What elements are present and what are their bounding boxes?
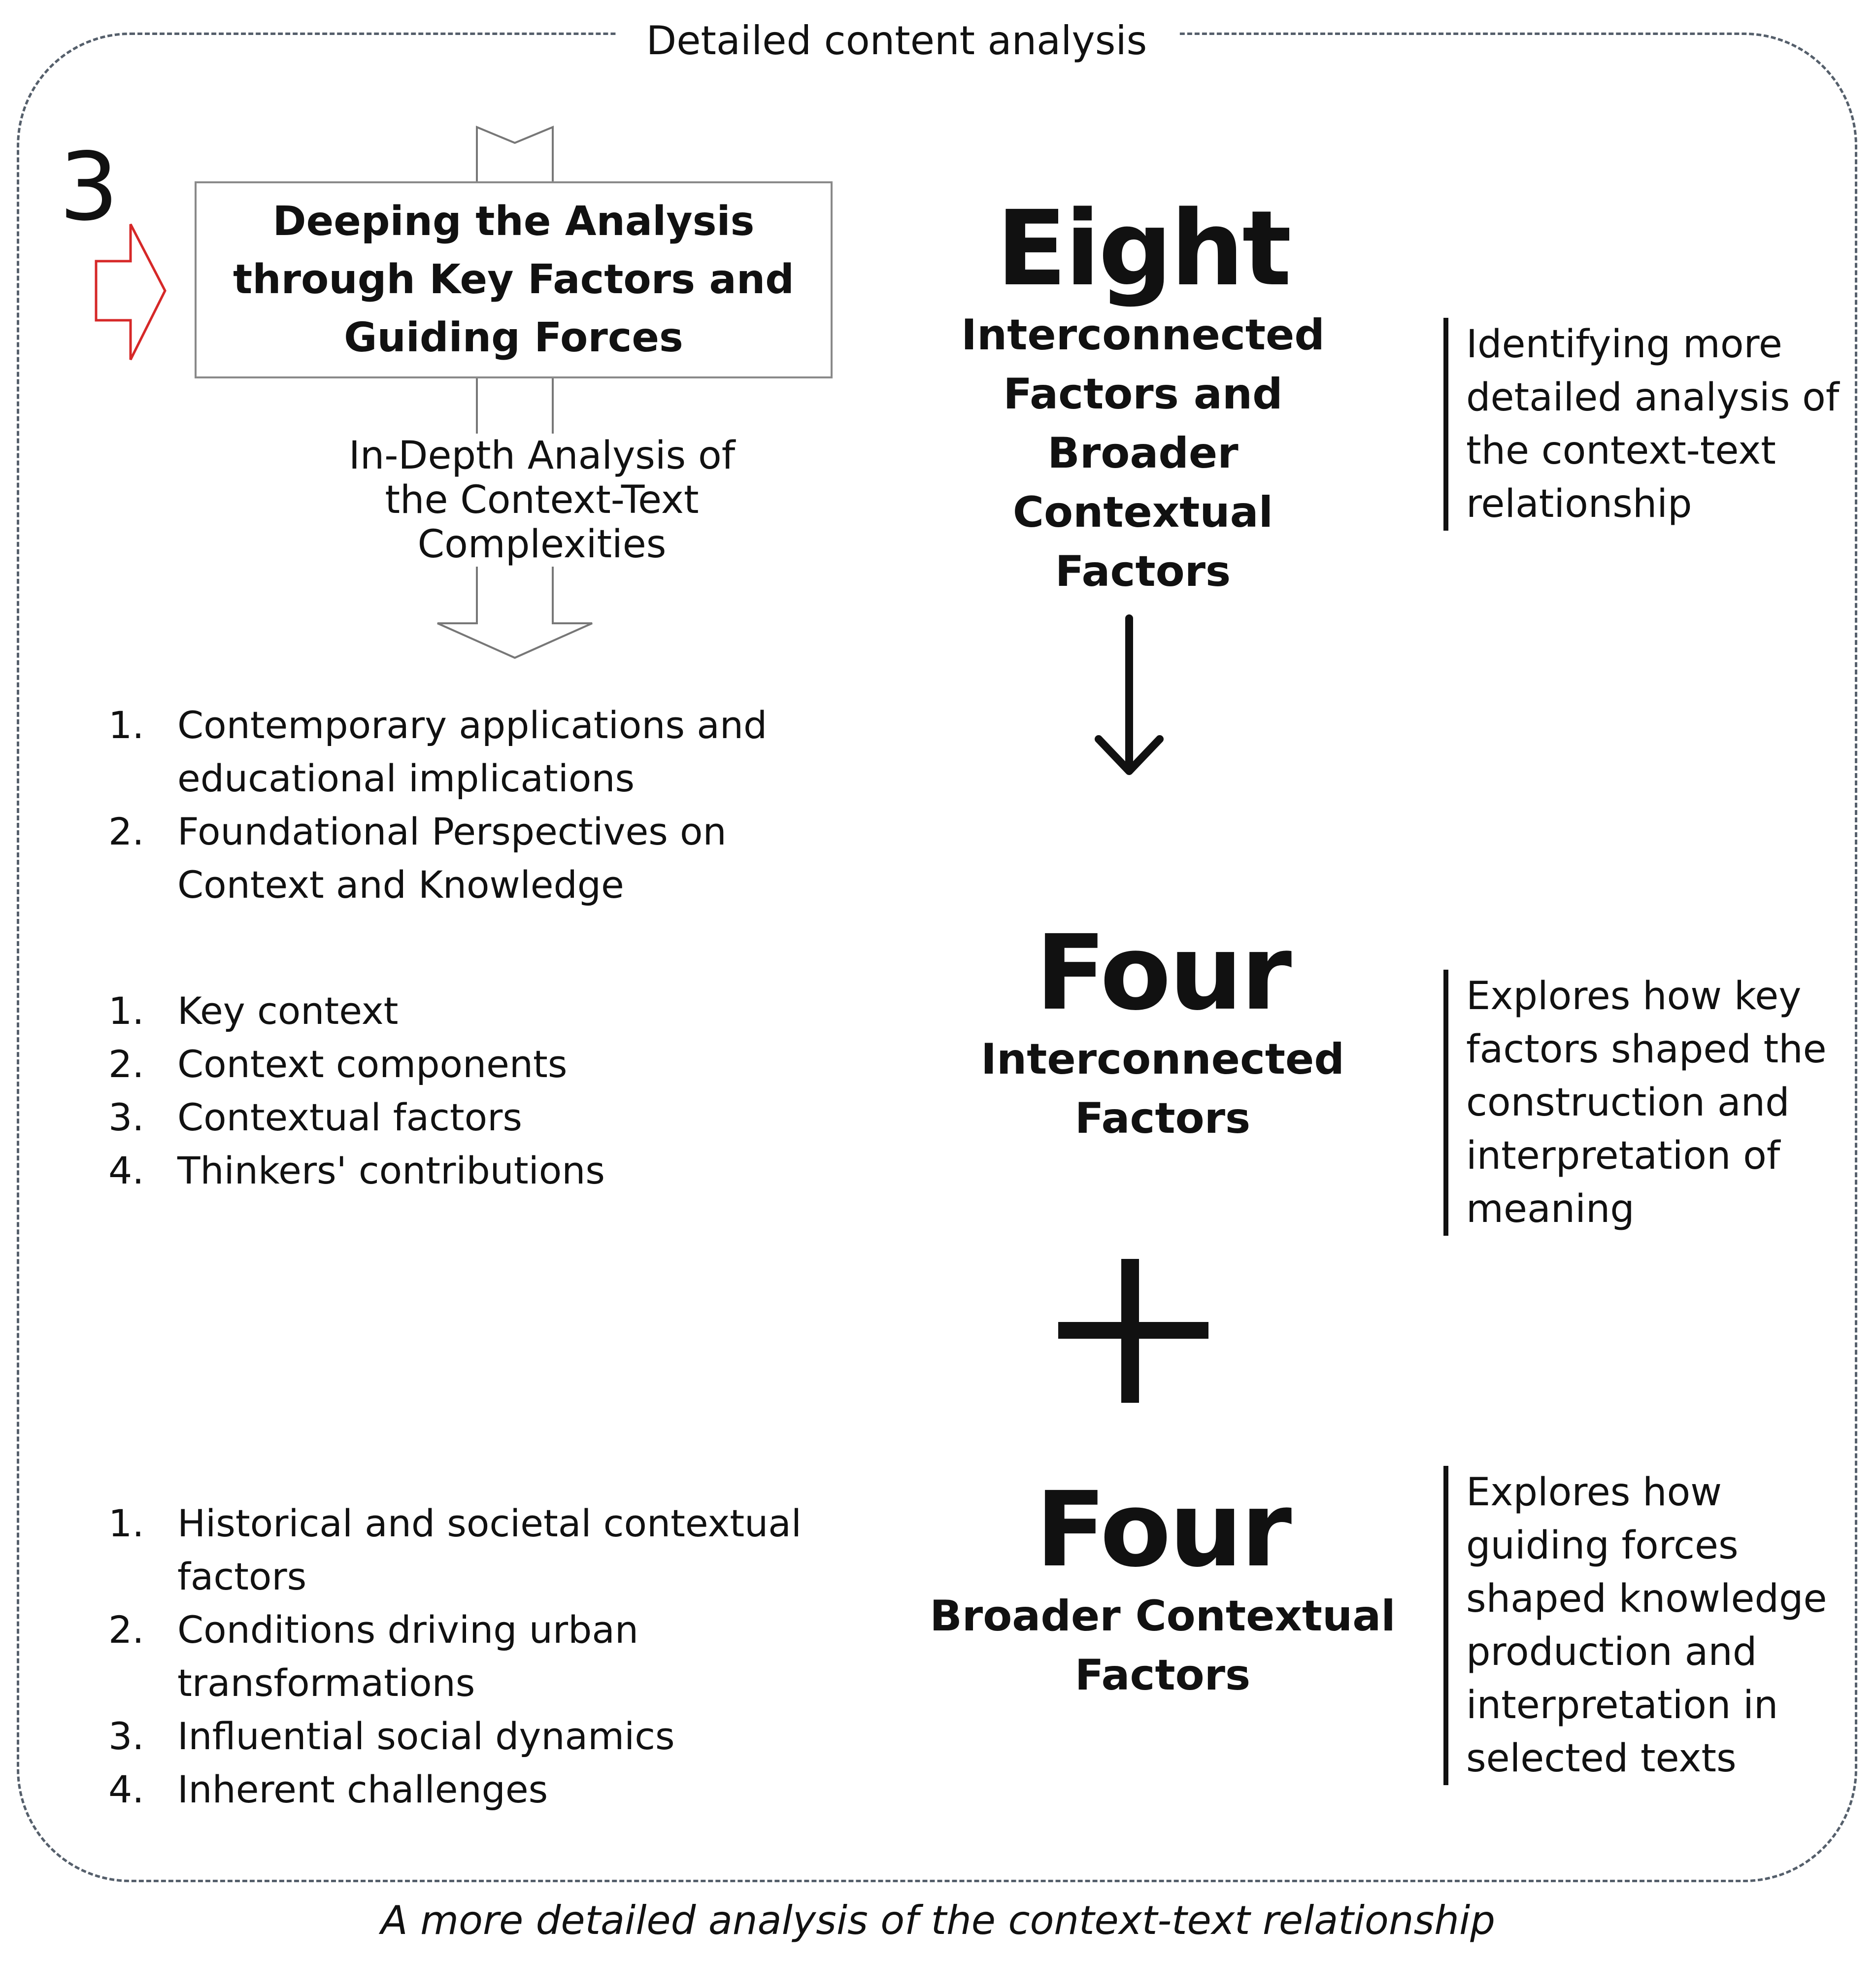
list-item: 2. Context components — [108, 1038, 877, 1091]
block-number: Four — [1035, 913, 1292, 1033]
list-text: Contemporary applications and educationa… — [177, 703, 768, 800]
frame-title: Detailed content analysis — [616, 14, 1177, 68]
list-item: 1. Contemporary applications and educatio… — [108, 699, 877, 805]
block-subtitle: Interconnected Factors — [981, 1035, 1344, 1143]
key-factors-box: Deeping the Analysis through Key Factors… — [195, 181, 833, 378]
arrow-label: In-Depth Analysis of the Context-Text Co… — [335, 434, 749, 567]
block-subtitle: Broader Contextual Factors — [930, 1592, 1396, 1700]
list-item: 3. Contextual factors — [108, 1091, 877, 1144]
hollow-flow-arrow-icon — [437, 126, 593, 659]
block-subtitle: Interconnected Factors and Broader Conte… — [961, 310, 1325, 596]
list-text: Conditions driving urban transformations — [177, 1608, 639, 1705]
list-number: 2. — [108, 810, 144, 853]
four-interconnected-note: Explores how key factors shaped the cons… — [1443, 970, 1841, 1236]
eight-factors-note: Identifying more detailed analysis of th… — [1443, 318, 1841, 531]
eight-factors-block: Eight Interconnected Factors and Broader… — [926, 192, 1360, 601]
list-text: Influential social dynamics — [177, 1714, 675, 1758]
list-text: Thinkers' contributions — [177, 1149, 605, 1192]
list-item: 2. Foundational Perspectives on Context a… — [108, 805, 877, 912]
list-number: 3. — [108, 1714, 144, 1758]
list-text: Contextual factors — [177, 1095, 522, 1139]
red-outline-right-arrow-icon — [95, 223, 167, 361]
list-text: Key context — [177, 989, 399, 1033]
numbered-list-applications: 1. Contemporary applications and educatio… — [108, 699, 877, 912]
four-broader-block: Four Broader Contextual Factors — [926, 1473, 1399, 1705]
list-text: Foundational Perspectives on Context and… — [177, 810, 727, 907]
list-item: 2. Conditions driving urban transformati… — [108, 1603, 847, 1710]
list-item: 4. Inherent challenges — [108, 1763, 847, 1816]
key-box-title: Deeping the Analysis through Key Factors… — [233, 198, 794, 361]
list-text: Historical and societal contextual facto… — [177, 1501, 802, 1598]
list-number: 4. — [108, 1767, 144, 1811]
list-number: 2. — [108, 1608, 144, 1652]
list-number: 3. — [108, 1095, 144, 1139]
step-number: 3 — [59, 133, 119, 241]
down-arrow-icon — [1095, 614, 1164, 775]
four-broader-note: Explores how guiding forces shaped knowl… — [1443, 1466, 1841, 1785]
numbered-list-interconnected: 1. Key context 2. Context components 3. Con… — [108, 984, 877, 1197]
list-item: 1. Key context — [108, 984, 877, 1038]
plus-icon — [1058, 1259, 1208, 1403]
list-item: 1. Historical and societal contextual fa… — [108, 1497, 847, 1603]
list-number: 2. — [108, 1042, 144, 1086]
list-number: 4. — [108, 1149, 144, 1192]
block-number: Four — [1035, 1469, 1292, 1590]
four-interconnected-block: Four Interconnected Factors — [926, 916, 1399, 1148]
numbered-list-broader: 1. Historical and societal contextual fa… — [108, 1497, 847, 1816]
list-number: 1. — [108, 1501, 144, 1545]
list-text: Inherent challenges — [177, 1767, 548, 1811]
list-item: 3. Influential social dynamics — [108, 1710, 847, 1763]
block-number: Eight — [996, 188, 1292, 309]
list-text: Context components — [177, 1042, 568, 1086]
list-number: 1. — [108, 703, 144, 747]
figure-caption: A more detailed analysis of the context-… — [381, 1897, 1495, 1943]
list-number: 1. — [108, 989, 144, 1033]
list-item: 4. Thinkers' contributions — [108, 1144, 877, 1197]
